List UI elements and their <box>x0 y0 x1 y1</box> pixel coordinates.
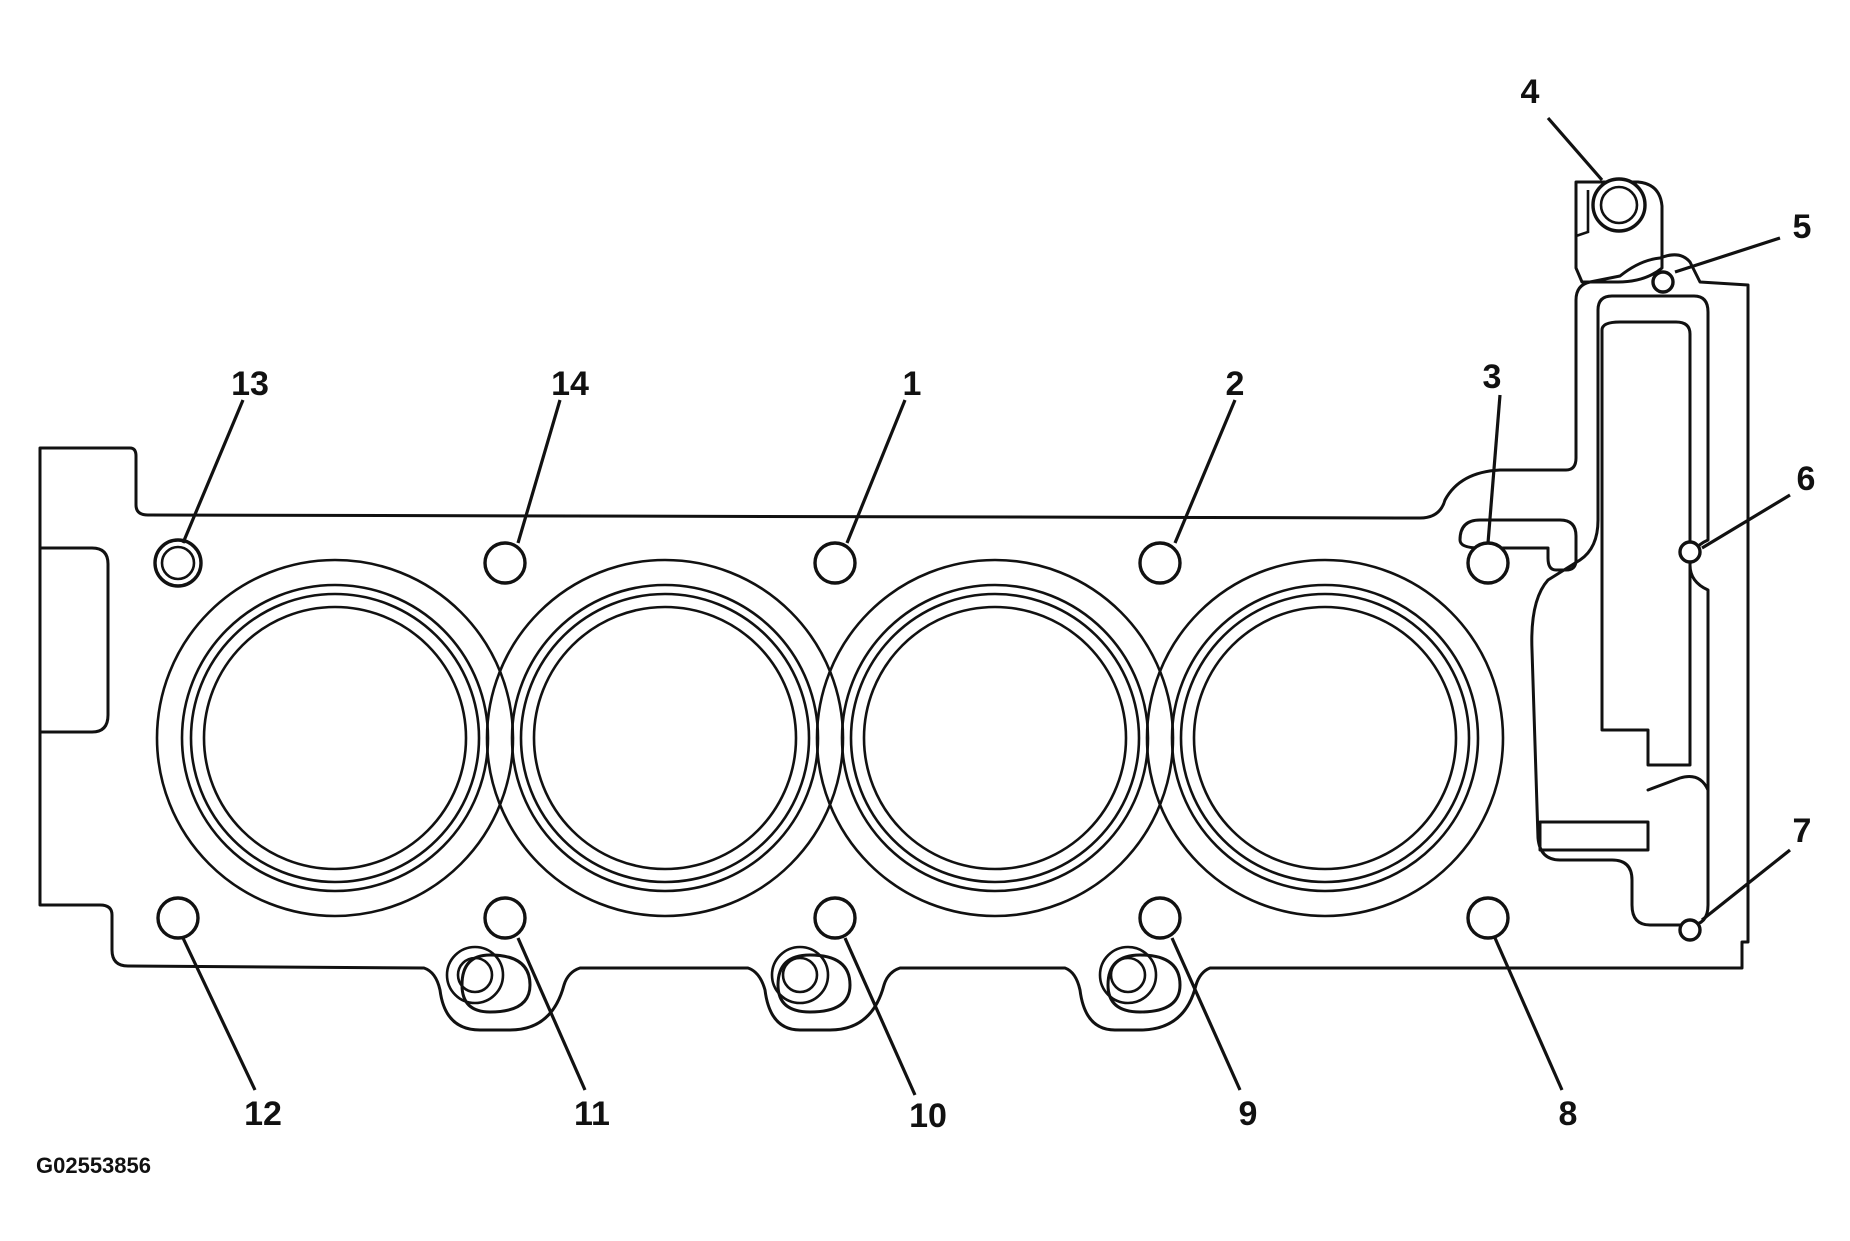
bolt-label-14: 14 <box>551 365 589 403</box>
bolt-label-8: 8 <box>1559 1095 1578 1133</box>
dowel-pin-1 <box>445 945 532 1014</box>
leader-9 <box>1170 937 1242 1091</box>
leader-3 <box>1486 394 1502 544</box>
bolt-hole-1[interactable] <box>813 541 857 585</box>
leader-14 <box>516 399 562 544</box>
bolt-label-5: 5 <box>1793 208 1812 246</box>
cylinder-bore-2 <box>485 558 845 918</box>
cylinder-bore-4 <box>1145 558 1505 918</box>
passage-connector <box>1646 775 1710 792</box>
leader-12 <box>181 937 257 1091</box>
leader-11 <box>516 937 587 1091</box>
leader-lines <box>181 116 1791 1096</box>
bolt-label-13: 13 <box>231 365 269 403</box>
bolt-label-11: 11 <box>574 1095 610 1133</box>
dowel-pin-3 <box>1098 945 1182 1014</box>
bolt-label-2: 2 <box>1226 365 1245 403</box>
leader-2 <box>1173 399 1237 544</box>
bolt-label-3: 3 <box>1483 358 1502 396</box>
dowel-pin-2 <box>770 945 852 1014</box>
bolt-hole-12[interactable] <box>156 896 200 940</box>
gasket-outline <box>38 253 1750 1032</box>
cylinder-bores <box>155 558 1505 918</box>
leader-5 <box>1674 236 1781 274</box>
cylinder-bore-1 <box>155 558 515 918</box>
bolt-hole-6[interactable] <box>1678 540 1702 564</box>
leader-6 <box>1701 493 1791 550</box>
leader-7 <box>1701 848 1791 922</box>
bolt-hole-7[interactable] <box>1678 918 1702 942</box>
coolant-passage <box>1530 294 1710 927</box>
bolt-label-6: 6 <box>1797 460 1816 498</box>
bolt-labels: 13 14 1 2 3 4 5 6 7 8 9 10 11 12 <box>231 73 1815 1135</box>
dowel-pins <box>445 945 1182 1014</box>
leader-10 <box>843 937 917 1096</box>
bolt-hole-10[interactable] <box>813 896 857 940</box>
passage-lower-slot <box>1538 820 1650 852</box>
leader-8 <box>1493 937 1564 1091</box>
bolt-hole-11[interactable] <box>483 896 527 940</box>
bolt-hole-14[interactable] <box>483 541 527 585</box>
bolt-label-4: 4 <box>1521 73 1540 111</box>
passage-inner-slot <box>1600 320 1692 767</box>
bolt-hole-3[interactable] <box>1466 541 1510 585</box>
bolt-hole-5[interactable] <box>1651 270 1675 294</box>
cylinder-bore-3 <box>815 558 1175 918</box>
leader-1 <box>845 399 907 544</box>
bolt-label-1: 1 <box>903 365 922 403</box>
bolt-hole-2[interactable] <box>1138 541 1182 585</box>
bolt-label-7: 7 <box>1793 812 1812 850</box>
left-notch <box>38 546 110 734</box>
leader-4 <box>1546 116 1604 182</box>
bolt-hole-8[interactable] <box>1466 896 1510 940</box>
diagram-code: G02553856 <box>36 1153 151 1178</box>
bolt-label-12: 12 <box>244 1095 282 1133</box>
bolt-hole-9[interactable] <box>1138 896 1182 940</box>
bolt-label-10: 10 <box>909 1097 947 1135</box>
bolt-4-boss-inner <box>1575 190 1590 238</box>
bolt-label-9: 9 <box>1239 1095 1258 1133</box>
leader-13 <box>181 399 245 544</box>
bolt-holes <box>153 177 1702 942</box>
bolt-4-boss <box>1574 180 1664 284</box>
